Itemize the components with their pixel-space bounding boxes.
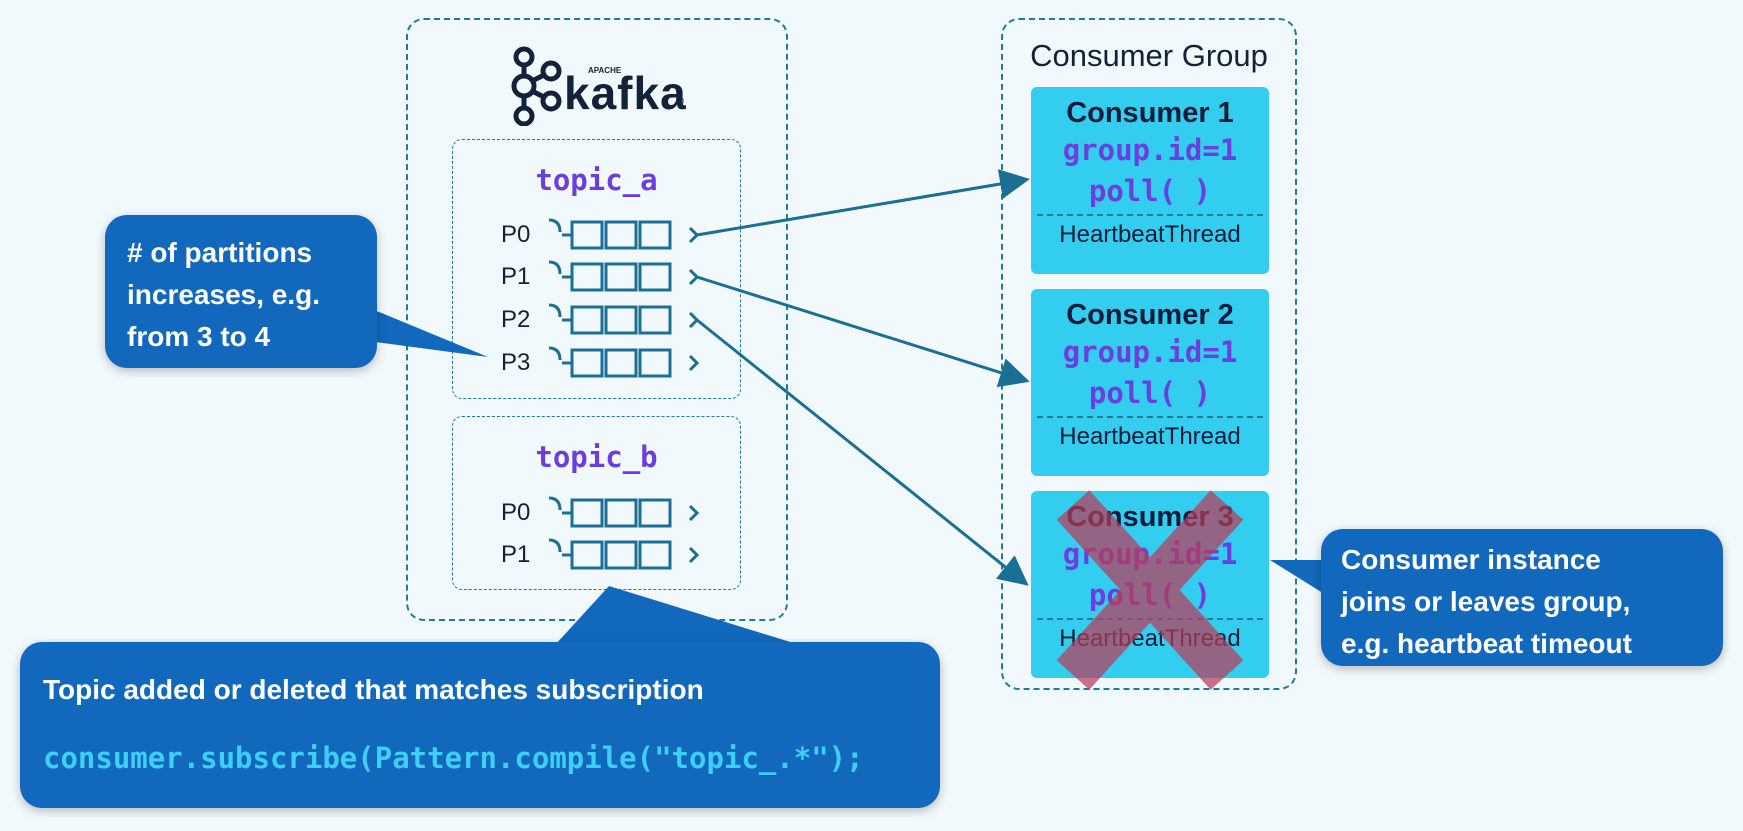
consumer-group-title: Consumer Group bbox=[1030, 38, 1268, 73]
topic-a-title: topic_a bbox=[535, 163, 658, 197]
consumer-instance-callout-line-1: Consumer instance bbox=[1341, 544, 1601, 575]
kafka-logo-small: APACHE bbox=[588, 66, 622, 75]
consumer-3-failed-x-icon bbox=[1056, 490, 1244, 690]
consumer-2-heartbeat: HeartbeatThread bbox=[1059, 423, 1241, 450]
consumer-2-divider bbox=[1037, 416, 1263, 418]
subscribe-code-line: consumer.subscribe(Pattern.compile("topi… bbox=[43, 741, 864, 775]
topic-b-box bbox=[452, 416, 741, 590]
topic-added-callout: Topic added or deleted that matches subs… bbox=[20, 642, 940, 808]
consumer-2-card: Consumer 2 group.id=1 poll( ) HeartbeatT… bbox=[1031, 289, 1269, 476]
consumer-instance-callout-line-2: joins or leaves group, bbox=[1341, 586, 1631, 617]
consumer-1-heartbeat: HeartbeatThread bbox=[1059, 221, 1241, 248]
queue-topic-b-p1 bbox=[548, 538, 700, 570]
queue-topic-a-p2 bbox=[548, 303, 700, 335]
partitions-callout-line-2: increases, e.g. bbox=[127, 279, 321, 310]
topic-a-p1-label: P1 bbox=[501, 263, 531, 290]
kafka-logo: APACHE kafka ® bbox=[506, 46, 696, 126]
consumer-1-divider bbox=[1037, 214, 1263, 216]
kafka-logo-word: kafka bbox=[564, 67, 687, 119]
topic-a-p0-label: P0 bbox=[501, 221, 531, 248]
topic-b-p1-label: P1 bbox=[501, 541, 531, 568]
queue-topic-a-p1 bbox=[548, 260, 700, 292]
consumer-instance-callout-line-3: e.g. heartbeat timeout bbox=[1341, 628, 1632, 659]
topic-callout-tail bbox=[555, 586, 800, 645]
topic-a-box bbox=[452, 139, 741, 399]
topic-a-p3-label: P3 bbox=[501, 349, 531, 376]
kafka-logo-icon bbox=[511, 46, 562, 126]
partitions-callout-line-1: # of partitions bbox=[127, 237, 313, 268]
consumer-callout-tail bbox=[1270, 560, 1326, 595]
consumer-1-group-id: group.id=1 bbox=[1062, 133, 1238, 167]
partitions-callout-line-3: from 3 to 4 bbox=[127, 321, 271, 352]
consumer-2-poll: poll( ) bbox=[1088, 376, 1212, 410]
consumer-1-poll: poll( ) bbox=[1088, 174, 1212, 208]
topic-a-p2-label: P2 bbox=[501, 306, 531, 333]
arrow-p2-to-consumer-3 bbox=[696, 318, 1029, 586]
topic-b-title: topic_b bbox=[535, 440, 658, 474]
partitions-callout: # of partitions increases, e.g. from 3 t… bbox=[105, 215, 377, 368]
kafka-logo-reg: ® bbox=[676, 96, 685, 108]
queue-topic-b-p0 bbox=[548, 496, 700, 528]
queue-topic-a-p3 bbox=[548, 346, 700, 378]
arrow-p1-to-consumer-2 bbox=[696, 275, 1030, 388]
consumer-instance-callout: Consumer instance joins or leaves group,… bbox=[1321, 529, 1723, 666]
partitions-callout-tail bbox=[350, 300, 488, 357]
queue-topic-a-p0 bbox=[548, 218, 700, 250]
arrow-p0-to-consumer-1 bbox=[696, 169, 1030, 237]
topic-b-p0-label: P0 bbox=[501, 499, 531, 526]
consumer-group-panel bbox=[1001, 18, 1297, 690]
consumer-1-card: Consumer 1 group.id=1 poll( ) HeartbeatT… bbox=[1031, 87, 1269, 274]
topic-added-callout-text: Topic added or deleted that matches subs… bbox=[43, 674, 704, 705]
consumer-2-group-id: group.id=1 bbox=[1062, 335, 1238, 369]
consumer-1-name: Consumer 1 bbox=[1066, 97, 1234, 129]
consumer-2-name: Consumer 2 bbox=[1066, 299, 1234, 331]
